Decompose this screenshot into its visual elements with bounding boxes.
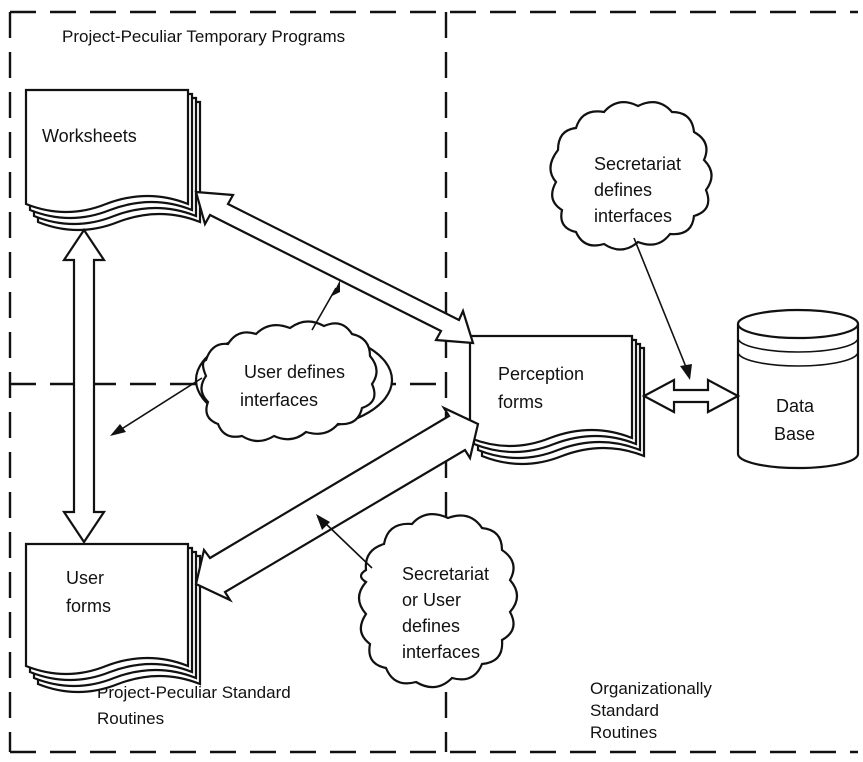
worksheets-userforms-double-arrow-shape	[61, 228, 107, 544]
cloud-line: interfaces	[594, 206, 672, 226]
cloud-line: Secretariat	[402, 564, 489, 584]
doc-line: forms	[498, 392, 543, 412]
worksheets-document-icon	[24, 88, 202, 232]
cloud-line: or User	[402, 590, 461, 610]
secretariat-or-user-cloud-icon	[357, 513, 519, 689]
db-line: Data	[776, 396, 815, 416]
region-title-project-standard: Project-Peculiar Standard Routines	[97, 683, 295, 728]
worksheets-label: Worksheets	[42, 126, 137, 146]
region-title-org-standard: Organizationally Standard Routines	[590, 679, 717, 742]
doc-line: Perception	[498, 364, 584, 384]
pointer-arrows	[110, 237, 692, 569]
cloud-line: interfaces	[402, 642, 480, 662]
region-line: Standard	[590, 701, 659, 720]
cloud-line: Secretariat	[594, 154, 681, 174]
region-line: Routines	[590, 723, 657, 742]
user-defines-cloud-icon	[194, 320, 394, 443]
database-cylinder-icon	[736, 308, 860, 470]
database-label: Data Base	[774, 396, 819, 444]
cloud-line: User defines	[244, 362, 345, 382]
secretariat-defines-cloud-icon	[549, 101, 713, 251]
db-line: Base	[774, 424, 815, 444]
cloud-line: defines	[402, 616, 460, 636]
perception-forms-document-icon	[468, 334, 646, 466]
perception-database-double-arrow	[641, 378, 741, 414]
worksheets-perception-double-arrow	[194, 190, 475, 345]
region-line: Organizationally	[590, 679, 712, 698]
secretariat-or-user-cloud-label: Secretariat or User defines interfaces	[402, 564, 494, 662]
region-title-temporary: Project-Peculiar Temporary Programs	[62, 27, 345, 46]
region-line: Routines	[97, 709, 164, 728]
user-forms-document-icon	[24, 542, 202, 694]
user-defines-cloud-label: User defines interfaces	[240, 362, 350, 410]
region-line: Project-Peculiar Standard	[97, 683, 291, 702]
user-forms-label: User forms	[66, 568, 111, 616]
userforms-perception-double-arrow	[194, 405, 480, 603]
perception-forms-label: Perception forms	[498, 364, 589, 412]
doc-line: User	[66, 568, 104, 588]
doc-line: forms	[66, 596, 111, 616]
secretariat-defines-cloud-label: Secretariat defines interfaces	[594, 154, 686, 226]
cloud-line: defines	[594, 180, 652, 200]
cloud-line: interfaces	[240, 390, 318, 410]
